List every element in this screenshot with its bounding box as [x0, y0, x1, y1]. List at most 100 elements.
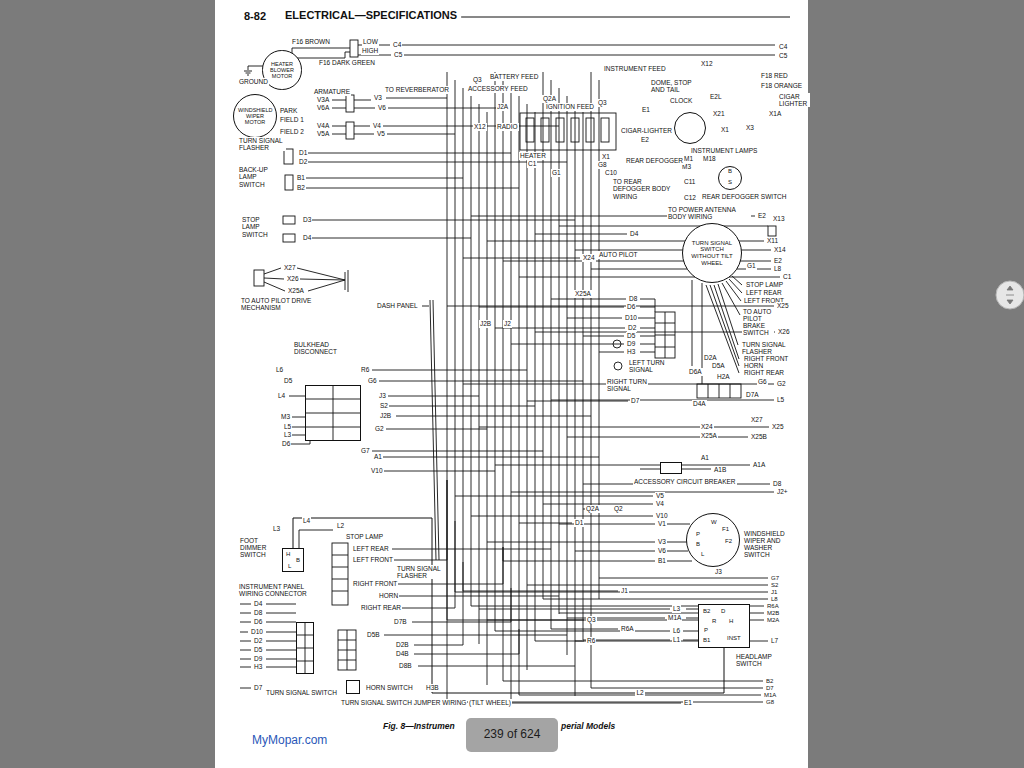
- wire-label: V1: [657, 520, 667, 527]
- wire-label: REAR DEFOGGER: [625, 157, 684, 164]
- wire-label: L5: [776, 396, 785, 403]
- lamp-symbol: [614, 362, 622, 370]
- wire-label: Q2A: [585, 505, 600, 512]
- wire-label: D8: [253, 609, 263, 616]
- wire-label: L4: [302, 517, 311, 524]
- wire-label: TURN SIGNAL FLASHER: [238, 137, 286, 151]
- wire-label: V6A: [316, 104, 330, 111]
- wire-label: D7B: [393, 618, 408, 625]
- wire: [599, 578, 768, 579]
- wire-label: D6: [281, 440, 291, 447]
- wire-label: B1: [296, 174, 306, 181]
- wire-label: M1: [683, 155, 694, 162]
- wire: [599, 80, 600, 599]
- wire-label: D4: [253, 600, 263, 607]
- connector-grid: [708, 384, 730, 398]
- connector-grid: [332, 555, 348, 591]
- wire: [455, 80, 456, 521]
- wire-label: D4B: [395, 650, 410, 657]
- wire-label: V4A: [316, 122, 330, 129]
- wire-label: D2B: [395, 641, 410, 648]
- wire-label: L3: [272, 525, 281, 532]
- wire-label: TO REVERBERATOR: [384, 86, 450, 93]
- wire-label: X12: [473, 123, 487, 130]
- wire: [551, 80, 552, 573]
- wire: [388, 108, 503, 109]
- wire-label: STOP LAMP: [745, 281, 784, 288]
- wire-label: C4: [778, 43, 788, 50]
- wire-label: LEFT REAR: [352, 545, 390, 552]
- wire-label: L7: [770, 637, 779, 644]
- wire-label: D4: [629, 230, 639, 237]
- wire-label: V3A: [316, 96, 330, 103]
- wire: [567, 96, 568, 655]
- wire-label: X26: [286, 275, 300, 282]
- wire-label: MyMopar.com: [251, 734, 328, 747]
- component-label: WINDSHIELD WIPER MOTOR: [238, 107, 272, 125]
- wire-label: DOME, STOP AND TAIL: [650, 79, 694, 93]
- wire-label: E2: [773, 257, 783, 264]
- page-title: ELECTRICAL—SPECIFICATIONS: [285, 9, 457, 22]
- wire-label: S2: [770, 582, 779, 589]
- wire-label: V3: [657, 538, 667, 545]
- connector-grid: [338, 630, 356, 670]
- wire: [463, 562, 618, 591]
- wire: [543, 504, 653, 505]
- wire-label: HIGH: [361, 47, 379, 54]
- wire-label: Q2: [613, 505, 624, 512]
- wire-label: L1: [672, 636, 681, 643]
- component-label: B: [296, 557, 300, 564]
- wire-label: INSTRUMENT LAMPS: [690, 147, 758, 154]
- wire-label: H2A: [716, 373, 731, 380]
- wire-label: D7: [253, 684, 263, 691]
- wire-label: STOP LAMP: [345, 533, 384, 540]
- wire-label: A1: [373, 453, 383, 460]
- wire-connector: [293, 518, 724, 693]
- wire-label: L6: [672, 627, 681, 634]
- component-label: F2: [725, 538, 732, 545]
- wire-label: D3: [302, 216, 312, 223]
- wire-label: F16 BROWN: [291, 38, 331, 45]
- wire: [535, 112, 536, 491]
- wire-label: R6A: [620, 625, 635, 632]
- wire-label: D7: [630, 397, 640, 404]
- page-counter-badge: 239 of 624: [466, 718, 558, 752]
- wire: [567, 437, 748, 438]
- connector-grid: [305, 385, 361, 441]
- component-label: INST: [727, 635, 741, 642]
- switch-symbol: [283, 234, 295, 242]
- wire-label: V10: [655, 512, 669, 519]
- wire-label: E1: [641, 106, 651, 113]
- wire-label: LEFT FRONT: [352, 556, 394, 563]
- wire: [388, 396, 479, 397]
- wire-label: G8: [597, 161, 608, 168]
- wire-label: H3B: [425, 684, 440, 691]
- wire-label: PARK: [279, 107, 298, 114]
- wire-label: D4: [302, 234, 312, 241]
- wire: [479, 427, 769, 428]
- wire-label: CIGAR-LIGHTER: [620, 127, 673, 134]
- component-circle: WF1F2PBLWINDSHIELD WIPER AND WASHER SWIT…: [686, 513, 740, 567]
- wire-label: D5: [283, 377, 293, 384]
- wire: [543, 72, 544, 532]
- wire-label: D5A: [711, 362, 726, 369]
- wire-label: D1: [574, 519, 584, 526]
- wire-label: C12: [683, 194, 697, 201]
- wire: [372, 370, 527, 371]
- wire-label: J2B: [379, 412, 392, 419]
- title-rule: [461, 17, 790, 18]
- wire-label: X1A: [768, 110, 782, 117]
- wire: [306, 188, 519, 189]
- wire-label: STOP LAMP SWITCH: [241, 216, 271, 237]
- wire-label: X25A: [287, 287, 305, 294]
- wire-label: D7: [765, 685, 775, 692]
- wire: [312, 220, 575, 221]
- fuse-symbol: [556, 118, 564, 142]
- wire-label: M1A: [763, 692, 777, 699]
- wire: [511, 492, 774, 493]
- wire-label: L3: [672, 605, 681, 612]
- component-box: BULKHEAD DISCONNECT: [305, 385, 361, 441]
- wire-label: V4: [655, 500, 665, 507]
- wire: [503, 547, 655, 561]
- wire-label: G6: [757, 378, 768, 385]
